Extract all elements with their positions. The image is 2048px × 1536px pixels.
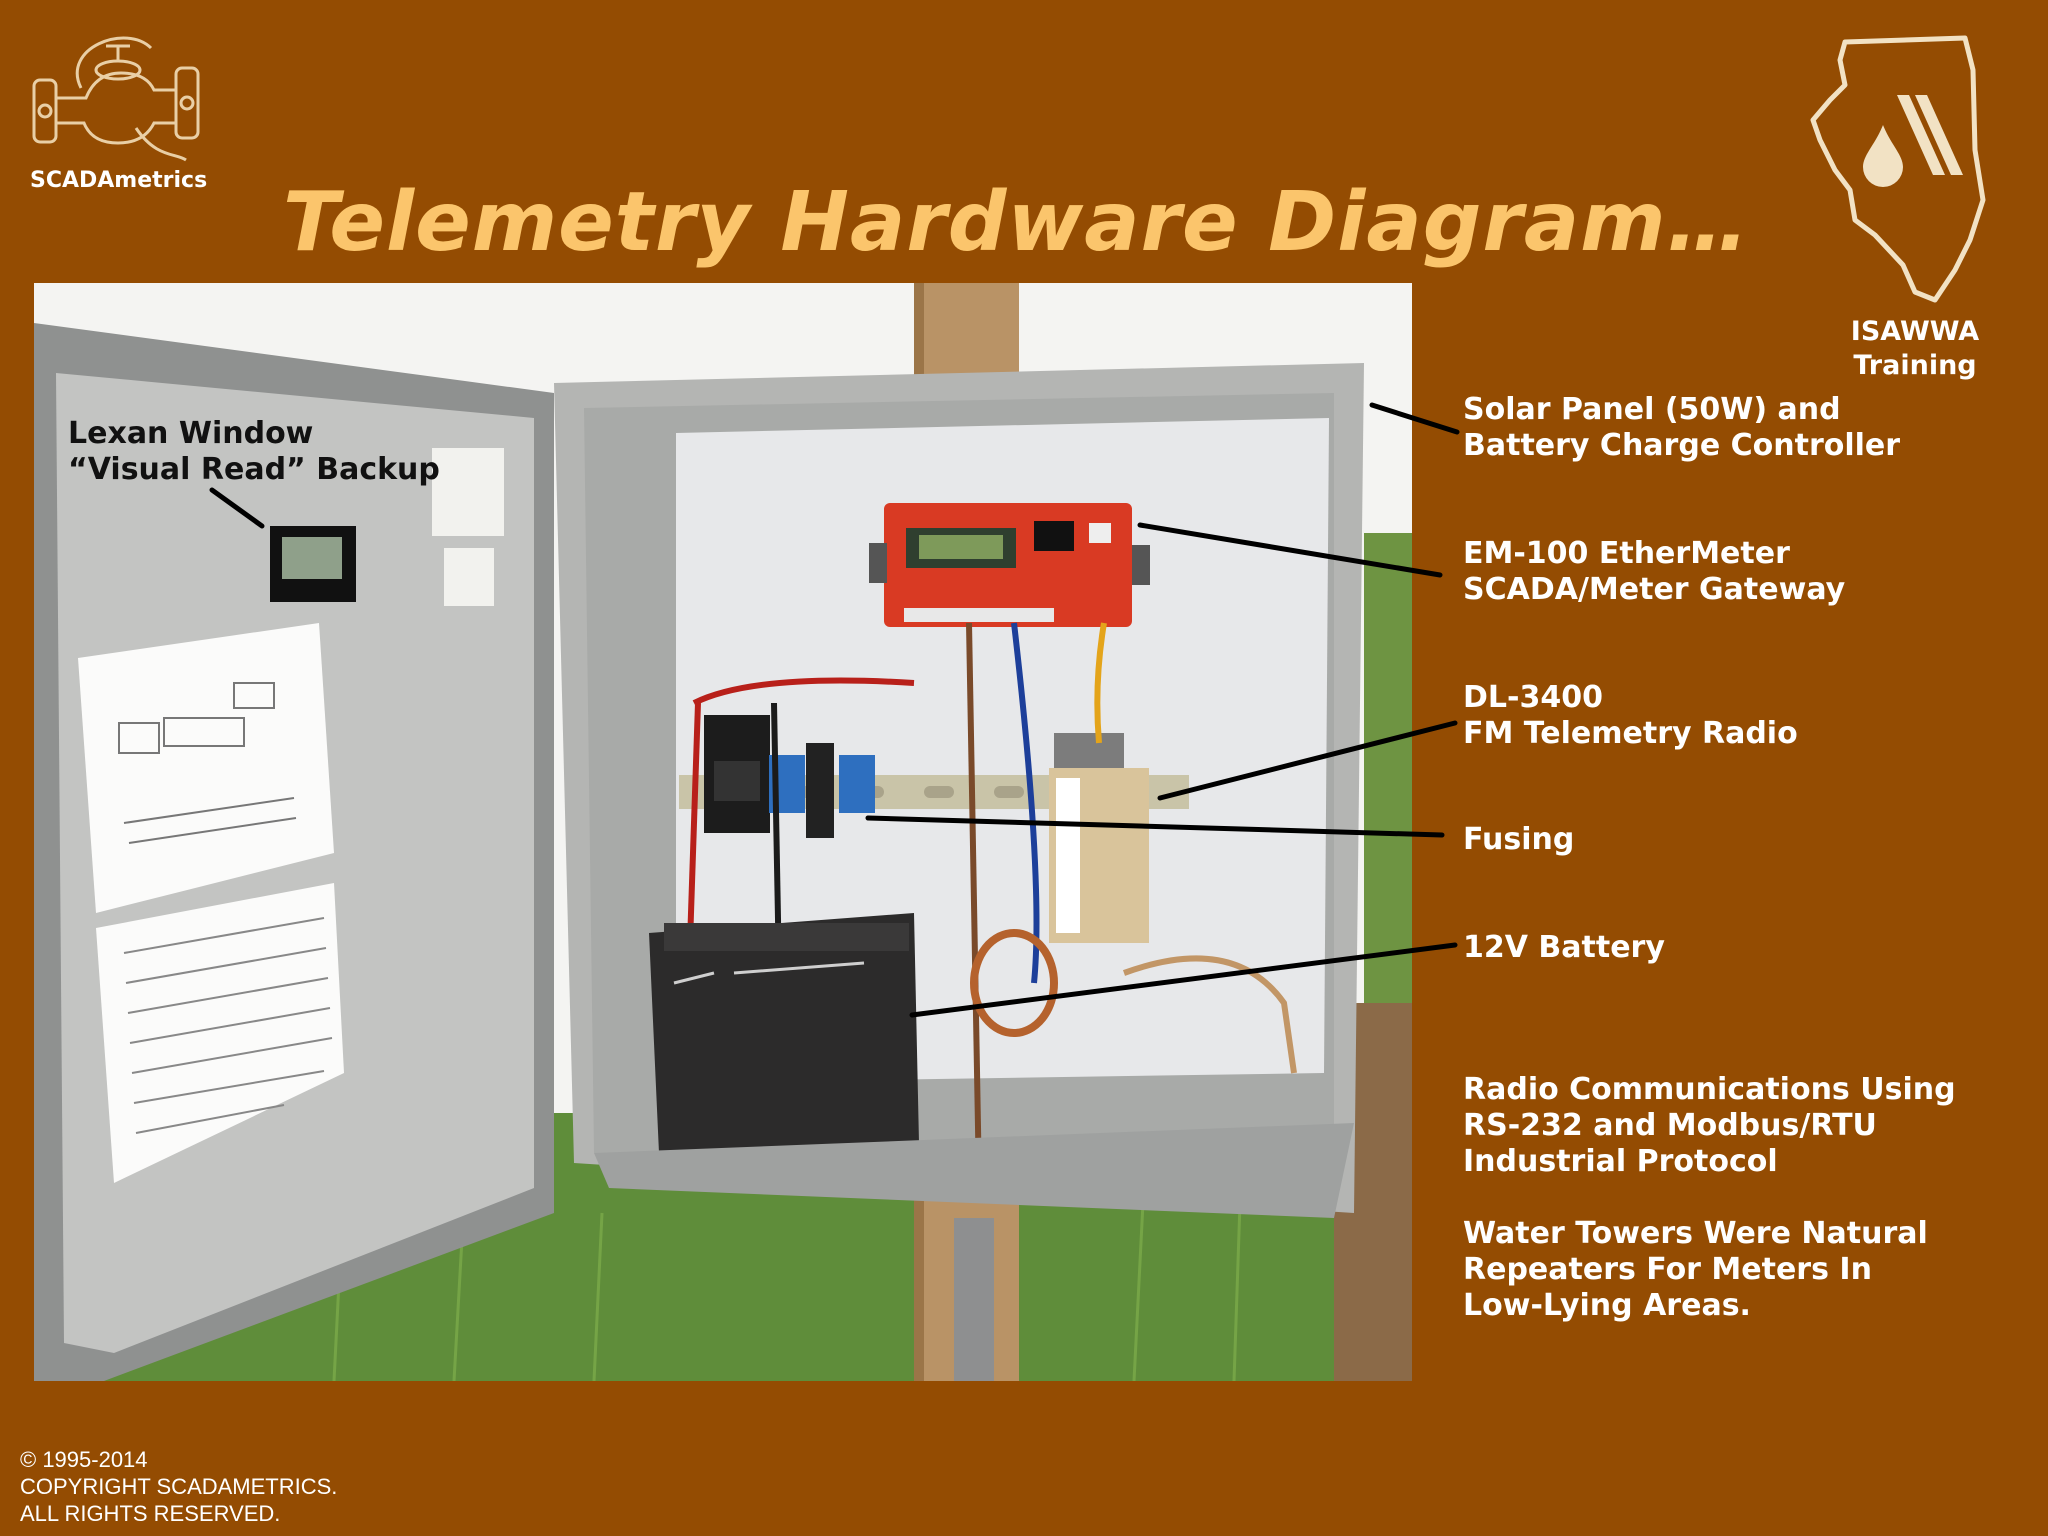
callout-fusing: Fusing [1463,822,1574,858]
note-water-towers: Water Towers Were Natural Repeaters For … [1463,1216,1956,1324]
callout-battery-line1: 12V Battery [1463,930,1665,965]
callout-em100: EM-100 EtherMeter SCADA/Meter Gateway [1463,536,1845,608]
callout-solar-line2: Battery Charge Controller [1463,428,1901,463]
isawwa-training-label: ISAWWA Training [1830,315,2000,383]
note2-line2: Repeaters For Meters In [1463,1252,1872,1287]
copyright-line2: COPYRIGHT SCADAMETRICS. [20,1474,338,1499]
isawwa-label-line2: Training [1853,350,1977,381]
callout-dl3400-line1: DL-3400 [1463,680,1603,715]
scadametrics-logo-label: SCADAmetrics [30,168,208,193]
lexan-line1: Lexan Window [68,416,314,451]
notes-block: Radio Communications Using RS-232 and Mo… [1463,1072,1956,1360]
callout-solar-panel: Solar Panel (50W) and Battery Charge Con… [1463,392,1900,464]
callout-fusing-line1: Fusing [1463,822,1575,857]
note-radio-communications: Radio Communications Using RS-232 and Mo… [1463,1072,1956,1180]
meter-valve-icon [32,36,200,162]
isawwa-label-line1: ISAWWA [1850,316,1980,347]
note2-line1: Water Towers Were Natural [1463,1216,1928,1251]
note1-line3: Industrial Protocol [1463,1144,1778,1179]
copyright-line3: ALL RIGHTS RESERVED. [20,1501,281,1526]
lexan-window-label: Lexan Window “Visual Read” Backup [68,416,440,488]
slide-title: Telemetry Hardware Diagram… [283,175,1750,270]
note1-line1: Radio Communications Using [1463,1072,1956,1107]
copyright-notice: © 1995-2014 COPYRIGHT SCADAMETRICS. ALL … [20,1446,337,1527]
callout-solar-line1: Solar Panel (50W) and [1463,392,1841,427]
callout-em100-line1: EM-100 EtherMeter [1463,536,1790,571]
callout-em100-line2: SCADA/Meter Gateway [1463,572,1846,607]
lexan-line2: “Visual Read” Backup [68,452,440,487]
callout-battery: 12V Battery [1463,930,1665,966]
callout-dl3400: DL-3400 FM Telemetry Radio [1463,680,1798,752]
note1-line2: RS-232 and Modbus/RTU [1463,1108,1877,1143]
illinois-awwa-icon [1810,35,1986,303]
callout-dl3400-line2: FM Telemetry Radio [1463,716,1798,751]
note2-line3: Low-Lying Areas. [1463,1288,1751,1323]
copyright-line1: © 1995-2014 [20,1447,148,1472]
